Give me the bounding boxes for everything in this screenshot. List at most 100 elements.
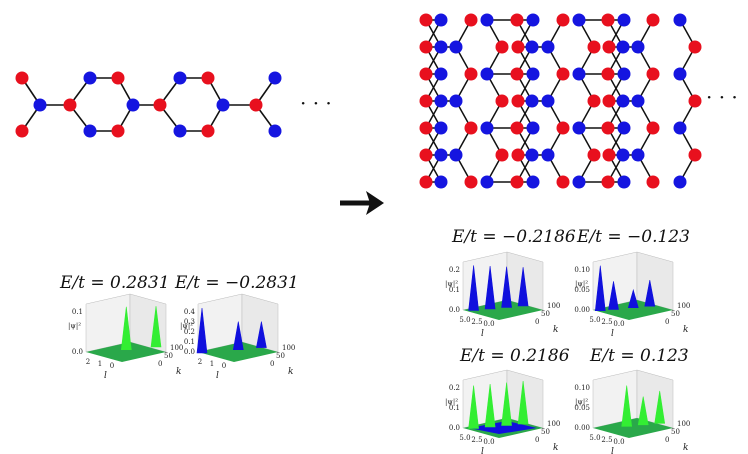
site-b [434, 40, 448, 54]
site-b [434, 67, 448, 81]
site-a [602, 94, 616, 108]
z-tick-label: 0.0 [72, 348, 83, 356]
site-a [419, 175, 433, 189]
k-tick-label: 50 [164, 352, 173, 360]
z-tick-label: 0.1 [449, 286, 460, 294]
site-b [480, 175, 494, 189]
k-tick-label: 100 [282, 344, 295, 352]
site-a [587, 148, 601, 162]
y-axis-label: |ψ|² [575, 280, 588, 288]
y-axis-label: |ψ|² [68, 322, 81, 330]
site-b [673, 121, 687, 135]
site-a [464, 67, 478, 81]
site-b [541, 94, 555, 108]
k-tick-label: 100 [677, 302, 690, 310]
site-a [201, 71, 215, 85]
site-b [572, 67, 586, 81]
l-tick-label: 0.0 [483, 438, 494, 446]
l-axis-label: l [481, 329, 484, 339]
l-tick-label: 1 [210, 360, 214, 368]
site-b [434, 121, 448, 135]
k-tick-label: 0 [535, 318, 539, 326]
site-a [601, 67, 615, 81]
site-a [419, 121, 433, 135]
l-tick-label: 2 [198, 358, 202, 366]
site-a [63, 98, 77, 112]
l-tick-label: 5.0 [589, 316, 600, 324]
l-axis-label: l [611, 447, 614, 454]
site-a [419, 13, 433, 27]
site-a [646, 13, 660, 27]
l-tick-label: 2.5 [471, 436, 482, 444]
site-b [616, 148, 630, 162]
z-tick-label: 0.2 [449, 384, 460, 392]
chain-ellipsis: · · · [300, 91, 332, 115]
k-axis-label: k [683, 325, 688, 335]
site-a [646, 175, 660, 189]
l-tick-label: 0.0 [483, 320, 494, 328]
y-axis-label: |ψ|² [180, 322, 193, 330]
transition-arrow [340, 191, 384, 215]
site-b [525, 148, 539, 162]
peak [501, 382, 512, 426]
z-tick-label: 0.0 [449, 306, 460, 314]
site-b [526, 13, 540, 27]
site-a [15, 71, 29, 85]
peak [594, 265, 606, 312]
site-b [434, 94, 448, 108]
l-axis-label: l [104, 371, 107, 381]
site-a [602, 40, 616, 54]
peak [501, 266, 512, 308]
site-a [602, 148, 616, 162]
site-b [673, 13, 687, 27]
site-b [631, 148, 645, 162]
floor-band [469, 421, 537, 434]
floor [86, 342, 166, 362]
site-b [83, 124, 97, 138]
z-tick-label: 0.3 [184, 318, 195, 326]
y-axis-label: |ψ|² [575, 398, 588, 406]
site-b [631, 94, 645, 108]
site-a [419, 148, 433, 162]
side-pane [241, 293, 279, 353]
site-b [434, 13, 448, 27]
chain-lattice [15, 71, 282, 138]
k-tick-label: 100 [547, 420, 560, 428]
peak [120, 306, 132, 351]
site-a [495, 94, 509, 108]
site-a [419, 94, 433, 108]
peak [654, 390, 666, 424]
peak [637, 396, 649, 426]
site-a [510, 175, 524, 189]
site-b [434, 148, 448, 162]
site-a [510, 13, 524, 27]
l-axis-label: l [481, 447, 484, 454]
peak [517, 380, 529, 425]
site-b [268, 124, 282, 138]
site-b [480, 67, 494, 81]
site-a [646, 121, 660, 135]
site-b [617, 121, 631, 135]
peak [468, 385, 479, 429]
k-tick-label: 50 [276, 352, 285, 360]
peak [468, 265, 479, 311]
site-b [673, 175, 687, 189]
energy-label-sheet-pos-small: E/t = 0.123 [589, 346, 689, 366]
l-axis-label: l [216, 371, 219, 381]
site-b [616, 40, 630, 54]
site-a [688, 40, 702, 54]
k-tick-label: 0 [158, 360, 162, 368]
energy-label-sheet-neg-small: E/t = −0.123 [576, 227, 690, 247]
site-b [617, 175, 631, 189]
l-tick-label: 0 [110, 362, 114, 370]
k-tick-label: 50 [671, 428, 680, 436]
k-axis-label: k [288, 367, 293, 377]
side-pane [636, 251, 674, 311]
site-a [419, 40, 433, 54]
site-a [556, 121, 570, 135]
